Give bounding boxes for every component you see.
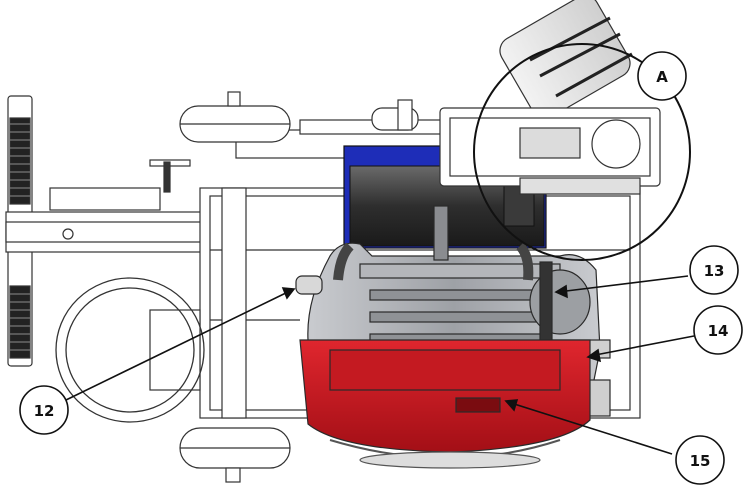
arrowhead-15 [504, 399, 519, 412]
leader-13 [557, 275, 689, 293]
top-wheel [179, 91, 419, 143]
leader-12 [65, 289, 293, 401]
arrowhead-12 [281, 287, 296, 300]
callout-12: 12 [19, 385, 69, 435]
leader-14 [589, 335, 695, 357]
leader-lines [65, 275, 695, 455]
handle-grip-top [9, 117, 31, 205]
arrowhead-13 [554, 284, 568, 299]
wheel-ring [55, 277, 205, 423]
callout-15-label: 15 [690, 452, 711, 470]
detail-circle-a [473, 43, 691, 261]
callout-15: 15 [675, 435, 725, 485]
handle-assembly [5, 95, 207, 367]
engine-base [299, 339, 591, 469]
callout-13-label: 13 [704, 262, 725, 280]
leader-15 [507, 401, 673, 455]
callout-14: 14 [693, 305, 743, 355]
callout-a: A [637, 51, 687, 101]
callout-13: 13 [689, 245, 739, 295]
callout-14-label: 14 [708, 322, 729, 340]
engine-bracket [439, 107, 661, 195]
bottom-wheel [179, 427, 291, 483]
handle-grip-bottom [9, 285, 31, 359]
callout-a-label: A [656, 68, 668, 86]
callout-12-label: 12 [34, 402, 55, 420]
air-filter [499, 0, 633, 119]
arrowhead-14 [586, 348, 602, 363]
